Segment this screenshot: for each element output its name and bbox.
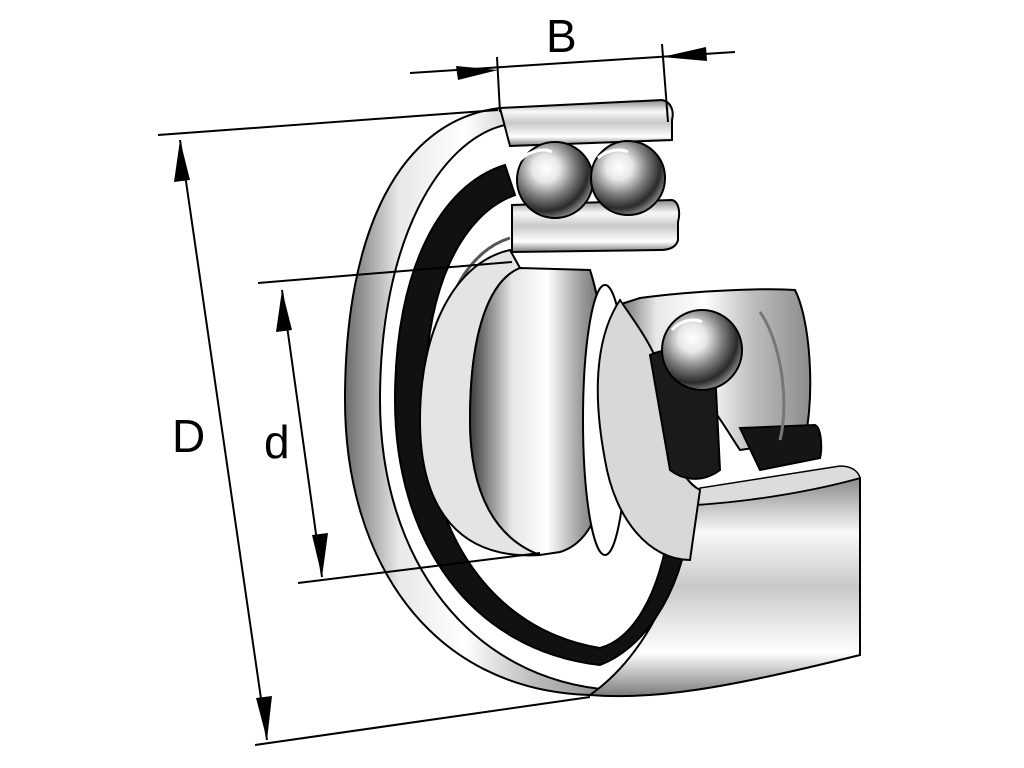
bore-diameter-label: d <box>264 416 290 468</box>
d-bore-dimension-line <box>281 289 323 578</box>
d-outer-arrow-top <box>174 140 190 182</box>
b-arrow-right <box>662 47 707 61</box>
d-bore-extension-bottom <box>297 552 541 584</box>
d-outer-arrow-bottom <box>256 696 272 740</box>
dimension-arrows <box>174 47 707 740</box>
b-extension-left <box>496 56 501 113</box>
inner-ring <box>418 198 681 557</box>
ball <box>590 140 666 216</box>
outer-ring <box>343 98 861 698</box>
d-bore-extension-top <box>257 261 513 284</box>
balls <box>516 140 743 391</box>
ball <box>661 309 743 391</box>
width-label: B <box>546 10 577 62</box>
d-bore-arrow-bottom <box>312 533 328 577</box>
b-arrow-left <box>456 66 498 80</box>
d-outer-dimension-line <box>179 139 268 741</box>
d-outer-extension-bottom <box>254 696 591 746</box>
outer-diameter-label: D <box>172 410 205 462</box>
d-outer-extension-top <box>157 109 499 136</box>
d-bore-arrow-top <box>276 290 292 332</box>
